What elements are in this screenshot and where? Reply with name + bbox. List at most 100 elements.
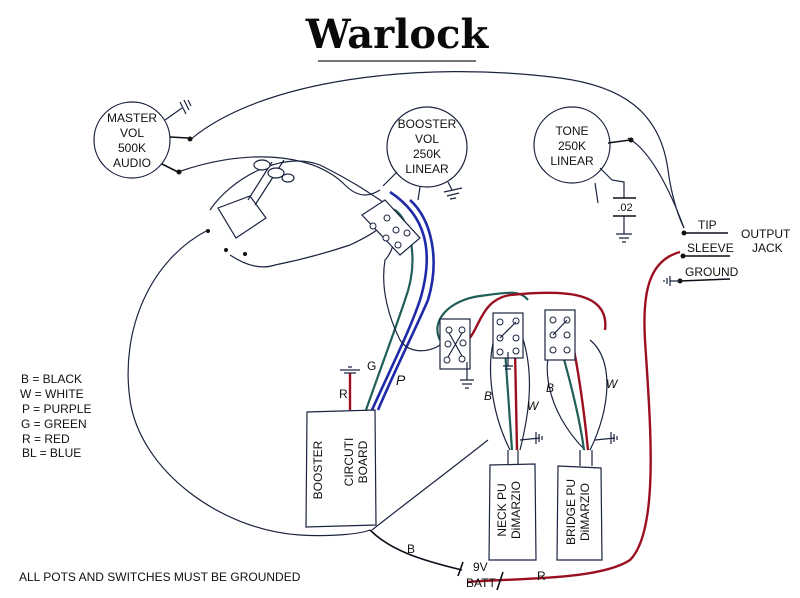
jack-tip-point [681, 230, 687, 236]
wire-tone-to-tip [627, 137, 685, 229]
master-solder-point-2 [176, 169, 182, 175]
pickup-neck: NECK PU DiMARZIO [488, 463, 537, 561]
battery-label-1: 9V [473, 560, 488, 574]
footer-note: ALL POTS AND SWITCHES MUST BE GROUNDED [19, 570, 301, 584]
switch-middle-ground-icon [503, 352, 513, 370]
pot-tone-label-2: 250K [558, 139, 586, 153]
selector-tab-1 [253, 159, 271, 171]
wire-left-loop [127, 229, 371, 537]
legend-item: B = BLACK [21, 372, 82, 386]
label-board-red: R [339, 387, 348, 401]
pot-tone: TONE 250K LINEAR .02 [533, 106, 636, 243]
pot-booster-label-3: 250K [413, 147, 441, 161]
booster-circuit-board: BOOSTER CIRCUTI BOARD [305, 366, 377, 528]
capacitor-value: .02 [617, 202, 632, 214]
selector-solder-2 [243, 252, 247, 256]
pot-master-label-2: VOL [120, 126, 144, 140]
switch-left-ground-icon [460, 362, 474, 389]
booster-switch-lug [383, 214, 391, 222]
legend-item: P = PURPLE [22, 402, 91, 416]
tone-lug-1 [607, 139, 631, 144]
master-ground-icon [164, 99, 192, 121]
switch-middle [492, 312, 524, 370]
board-body [305, 409, 377, 528]
selector-tab-2 [267, 167, 285, 179]
battery-label-2: BATT [466, 576, 496, 590]
jack-ground-label: GROUND [685, 265, 739, 279]
board-label-3: BOARD [356, 440, 370, 483]
legend-item: W = WHITE [20, 387, 84, 401]
switch-left-cross [447, 332, 463, 358]
switch-left-lug [458, 355, 466, 363]
switch-middle-lug [512, 334, 520, 342]
label-neck-black: B [484, 389, 492, 403]
pickup-neck-body [488, 463, 537, 561]
wire-bridge-white [589, 339, 608, 451]
switch-middle-link [499, 321, 517, 339]
booster-switch-lug [392, 226, 400, 234]
switch-right-lug [563, 346, 571, 354]
jack-sleeve-label: SLEEVE [687, 241, 734, 255]
pot-master-label-3: 500K [118, 141, 146, 155]
pot-tone-body [533, 106, 611, 184]
legend-item: R = RED [22, 432, 70, 446]
battery-terminal-pos [496, 571, 504, 591]
tone-lug-2 [599, 167, 625, 198]
wire-switch-red [465, 291, 607, 343]
pot-master: MASTER VOL 500K AUDIO [93, 99, 193, 179]
pot-tone-label-1: TONE [555, 124, 588, 138]
battery-terminal-neg [457, 561, 464, 577]
label-battery-red: R [537, 569, 546, 583]
switch-left-lug [459, 339, 467, 347]
board-label-2: CIRCUTI [342, 438, 356, 487]
pickup-bridge: BRIDGE PU DiMARZIO [556, 465, 603, 561]
selector-lever-2 [254, 159, 285, 206]
booster-switch-lug [382, 234, 390, 242]
pickup-neck-label-2: DiMARZIO [509, 481, 523, 539]
wire-battery-red [467, 250, 681, 584]
pickup-selector-switch [206, 159, 295, 256]
selector-switch-body [217, 195, 267, 239]
switch-right-link [552, 319, 568, 336]
booster-lug-1 [382, 171, 398, 187]
switch-middle-lug [496, 318, 504, 326]
color-legend: B = BLACK W = WHITE P = PURPLE G = GREEN… [20, 372, 91, 460]
label-battery-black: B [407, 542, 415, 556]
capacitor-ground-icon [616, 216, 632, 243]
legend-item: BL = BLUE [22, 446, 81, 460]
output-jack: TIP SLEEVE GROUND OUTPUT JACK [663, 218, 791, 286]
pot-booster-label-1: BOOSTER [398, 117, 457, 131]
switch-middle-lug [512, 317, 520, 325]
pickup-bridge-label-1: BRIDGE PU [564, 479, 578, 545]
pot-tone-label-3: LINEAR [550, 154, 594, 168]
wire-board-to-neck [371, 439, 489, 531]
jack-ground-line [679, 278, 731, 282]
master-solder-point [187, 136, 193, 142]
pickup-neck-label-1: NECK PU [495, 483, 509, 536]
switch-left-lug [458, 326, 466, 334]
board-ground-icon [340, 366, 360, 374]
label-bridge-black: B [546, 381, 554, 395]
switch-right [544, 309, 576, 361]
pickup-bridge-body [556, 465, 603, 561]
booster-switch-lug [369, 222, 377, 230]
bridge-ground-icon [594, 432, 618, 444]
pot-booster-label-2: VOL [415, 132, 439, 146]
booster-switch-lug [403, 229, 411, 237]
wire-neck-white [519, 329, 531, 451]
label-bridge-white: W [606, 377, 619, 391]
switch-middle-lug [512, 347, 520, 355]
pickguard-lower [229, 221, 386, 268]
pickup-bridge-label-2: DiMARZIO [578, 483, 592, 541]
jack-ground-icon [663, 276, 680, 286]
switch-right-lug [563, 331, 571, 339]
legend-item: G = GREEN [21, 417, 87, 431]
neck-ground-icon [519, 432, 543, 444]
wire-master-to-tip [189, 71, 685, 229]
booster-lug-2 [417, 186, 421, 201]
label-board-green: G [367, 359, 376, 373]
switch-middle-lug [496, 348, 504, 356]
selector-solder-1 [206, 229, 210, 233]
board-label-1: BOOSTER [311, 440, 325, 499]
